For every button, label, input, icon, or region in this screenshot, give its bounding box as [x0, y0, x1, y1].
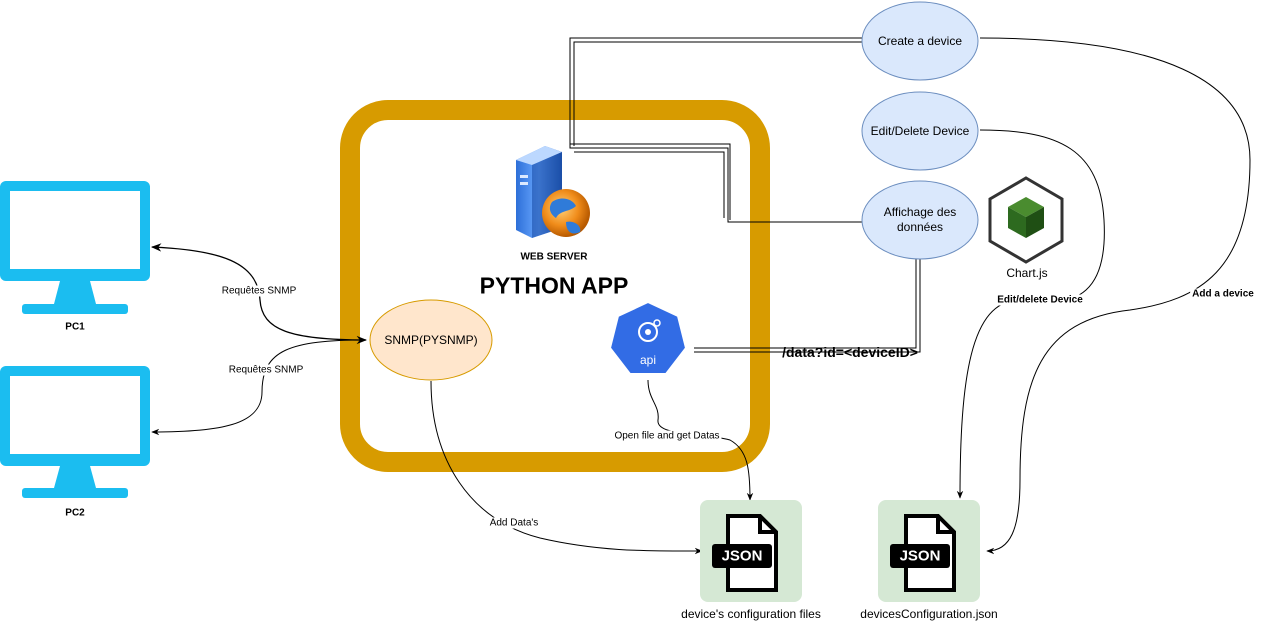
edit-delete-device-label: Edit/Delete Device	[870, 124, 970, 138]
web-server-icon	[516, 146, 590, 238]
affichage-label: Affichage des données	[883, 205, 957, 234]
edge-add-datas	[430, 380, 703, 555]
edit-delete-device-node[interactable]	[861, 91, 979, 171]
pc2-label: PC2	[65, 507, 85, 519]
json-file-icon	[700, 500, 802, 602]
snmp-node	[369, 299, 493, 381]
edge-snmp-pc1	[150, 243, 368, 345]
snmp-label: SNMP(PYSNMP)	[384, 333, 478, 347]
api-icon	[608, 300, 688, 375]
affichage-node[interactable]	[861, 180, 979, 260]
edge-label-add-datas: Add Data's	[487, 517, 541, 529]
json-file-1-label: device's configuration files	[681, 607, 821, 621]
edge-label-snmp-2: Requêtes SNMP	[226, 364, 306, 376]
edge-add-device	[979, 37, 1251, 555]
edge-label-edit-delete: Edit/delete Device	[995, 294, 1085, 306]
pc1-monitor-icon	[0, 181, 150, 314]
python-app-title: PYTHON APP	[479, 272, 629, 299]
edge-label-snmp-1: Requêtes SNMP	[219, 285, 299, 297]
json-file-2-label: devicesConfiguration.json	[860, 607, 998, 621]
chartjs-icon	[988, 176, 1064, 264]
json-file-icon	[878, 500, 980, 602]
web-server-label: WEB SERVER	[520, 251, 588, 263]
json-badge-1: JSON	[721, 547, 763, 565]
edge-label-open-file: Open file and get Datas	[612, 430, 722, 442]
edge-label-api-route: /data?id=<deviceID>	[782, 344, 918, 360]
create-device-label: Create a device	[877, 34, 963, 48]
pc1-label: PC1	[65, 321, 85, 333]
edge-server-affichage	[569, 143, 862, 223]
create-device-node[interactable]	[861, 1, 979, 81]
edge-snmp-pc2	[151, 339, 367, 436]
pc2-monitor-icon	[0, 366, 150, 498]
edge-api-affichage	[694, 259, 921, 353]
edge-server-create	[569, 37, 862, 146]
json-badge-2: JSON	[899, 547, 941, 565]
chartjs-label: Chart.js	[1006, 266, 1048, 280]
api-label: api	[639, 353, 657, 367]
edge-label-add-device: Add a device	[1190, 288, 1256, 300]
